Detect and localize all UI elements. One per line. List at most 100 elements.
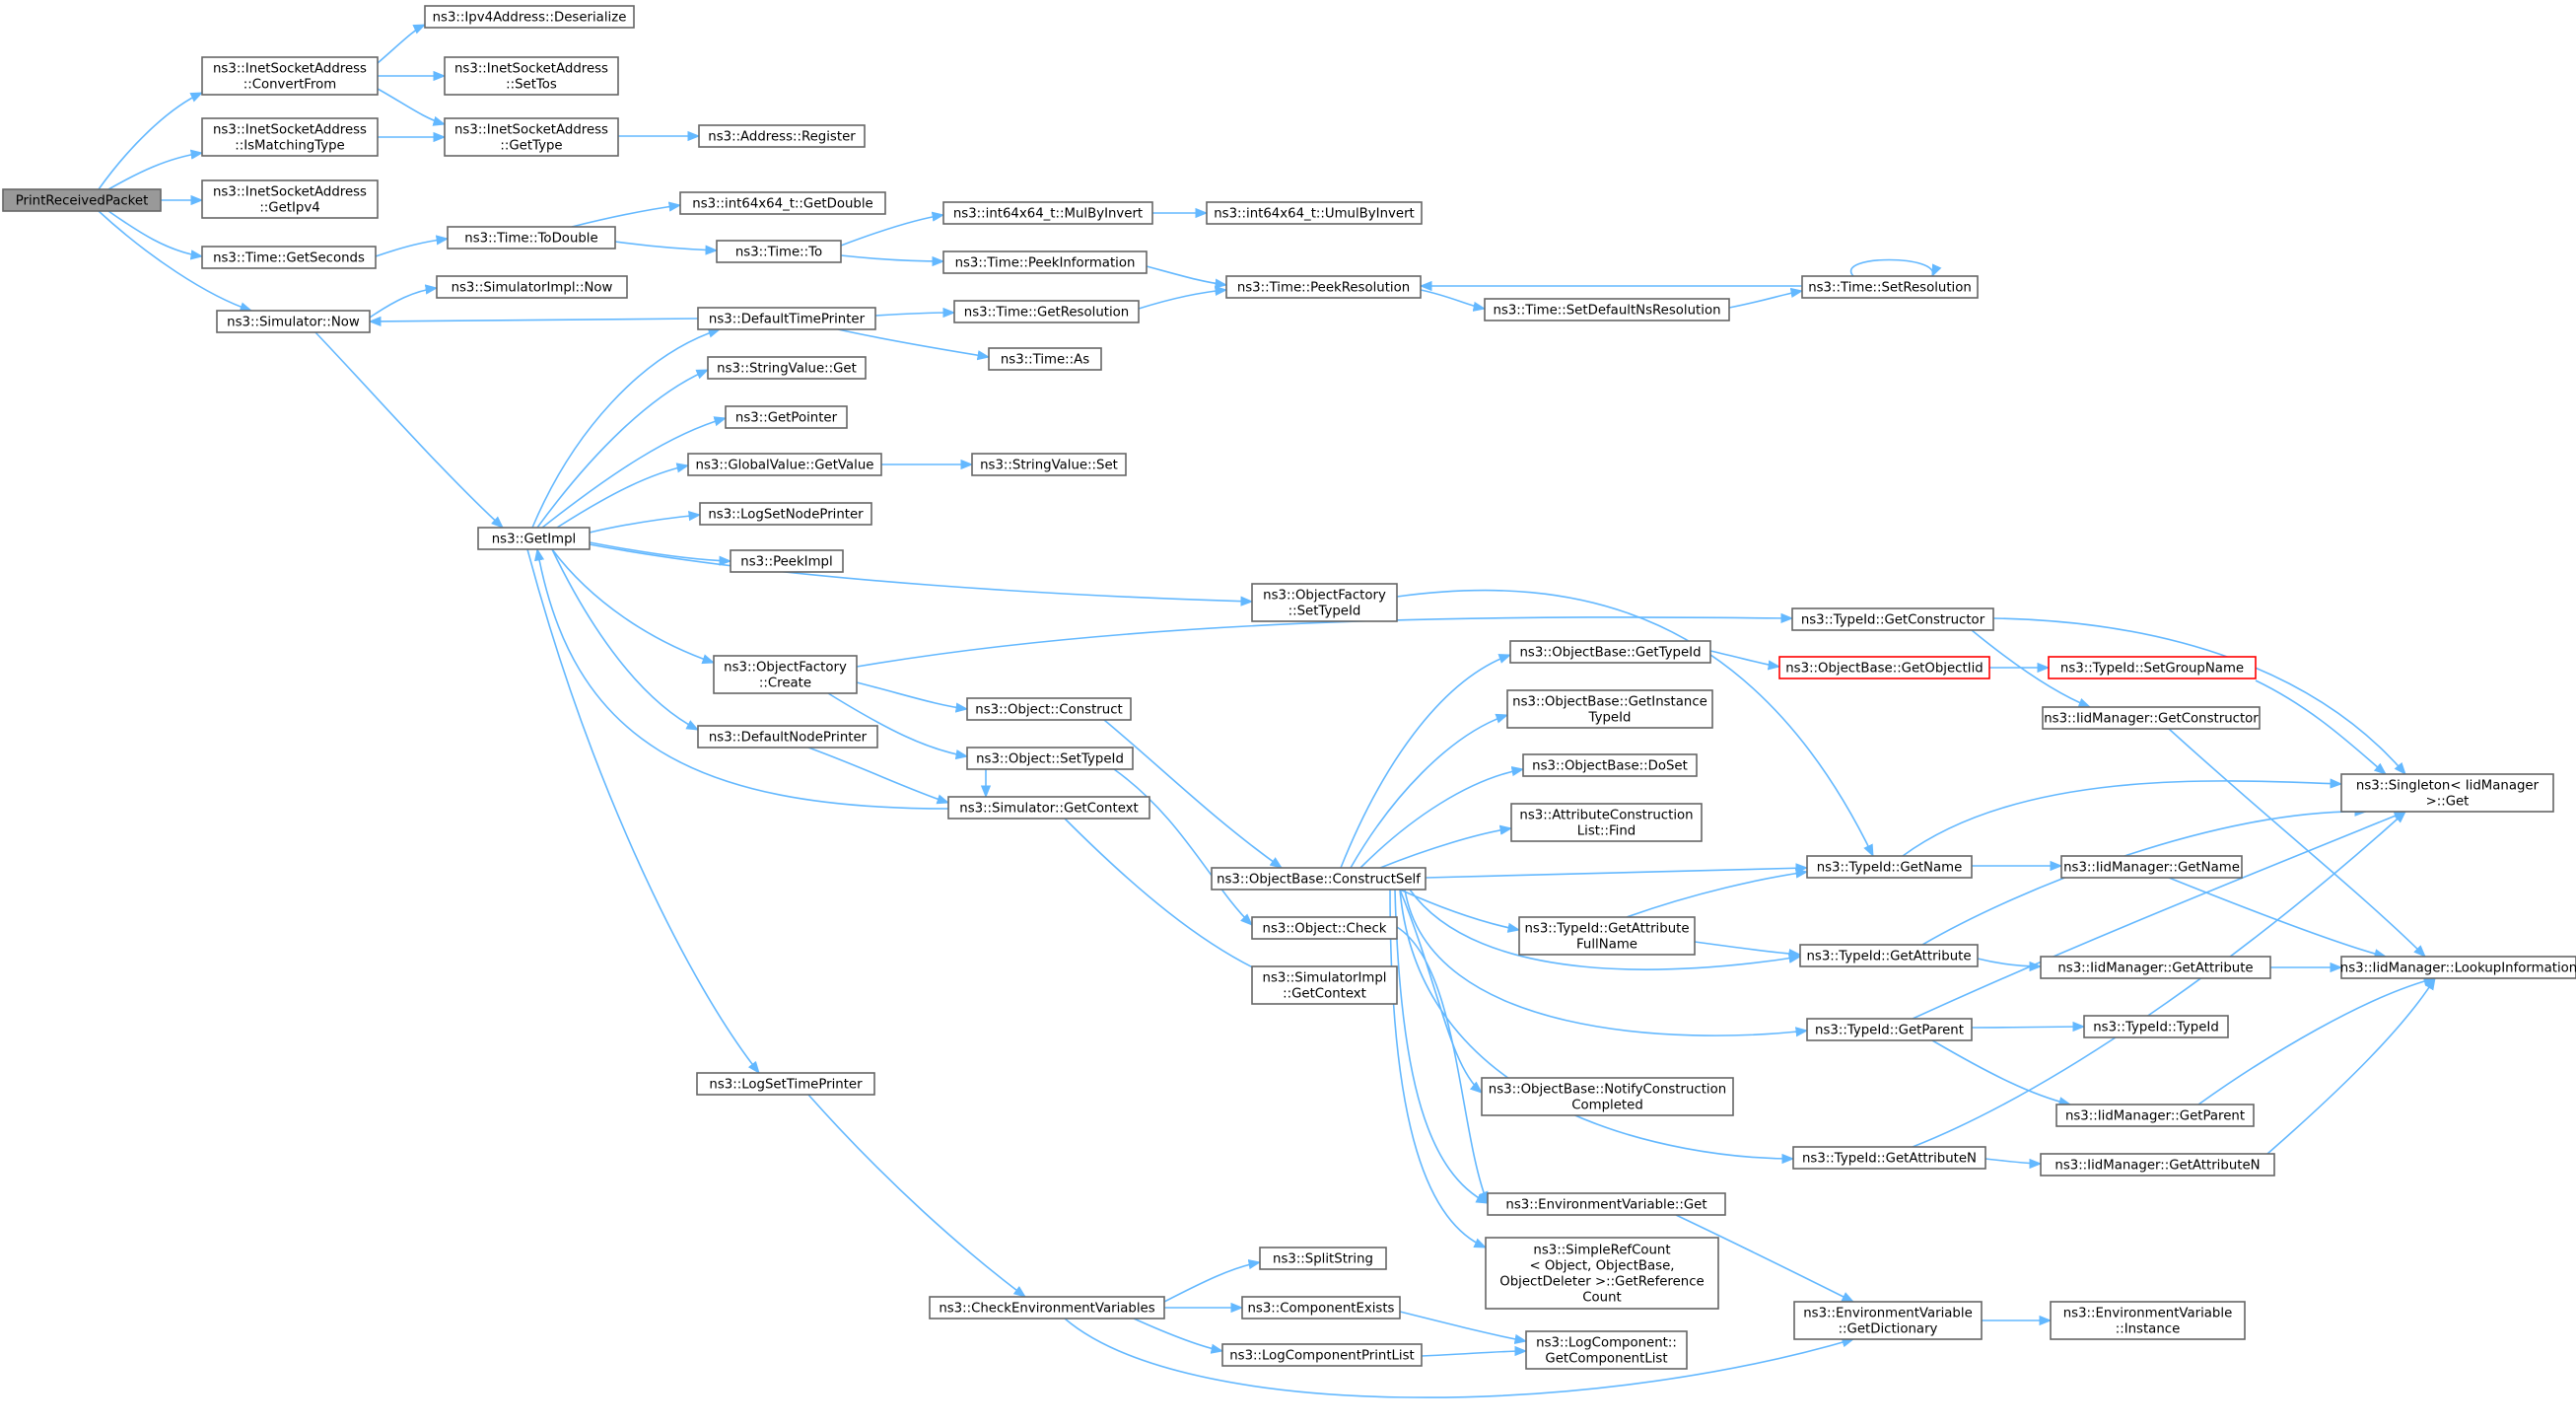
function-node-box — [2048, 656, 2257, 679]
function-node[interactable]: ns3::ComponentExists — [1241, 1296, 1401, 1319]
function-node[interactable]: ns3::InetSocketAddress::IsMatchingType — [201, 117, 379, 157]
function-node[interactable]: ns3::LogSetNodePrinter — [699, 502, 872, 526]
function-node[interactable]: ns3::EnvironmentVariable::Instance — [2050, 1301, 2246, 1340]
function-node[interactable]: ns3::IidManager::GetAttribute — [2040, 956, 2271, 979]
function-node[interactable]: ns3::Object::SetTypeId — [966, 747, 1134, 770]
function-node[interactable]: ns3::Simulator::Now — [216, 310, 371, 333]
function-node[interactable]: ns3::ObjectFactory::Create — [713, 655, 858, 694]
function-node-box — [697, 725, 878, 749]
function-node[interactable]: ns3::GlobalValue::GetValue — [687, 453, 882, 476]
function-node[interactable]: ns3::StringValue::Set — [971, 453, 1127, 476]
function-node[interactable]: PrintReceivedPacket — [2, 188, 162, 212]
function-node[interactable]: ns3::SplitString — [1259, 1247, 1387, 1270]
function-node[interactable]: ns3::IidManager::GetName — [2060, 855, 2243, 879]
function-node-label: ns3::Time::SetDefaultNsResolution — [1493, 304, 1720, 319]
function-node[interactable]: ns3::TypeId::SetGroupName — [2048, 656, 2257, 679]
function-node-label: ns3::InetSocketAddress — [213, 123, 367, 138]
function-node-label: ns3::ObjectBase::GetTypeId — [1519, 646, 1701, 661]
call-edge-n31-n43 — [1992, 617, 2406, 775]
function-node[interactable]: ns3::int64x64_t::UmulByInvert — [1206, 201, 1423, 225]
function-node-label: ns3::GetImpl — [492, 533, 576, 547]
function-node[interactable]: ns3::TypeId::GetName — [1806, 855, 1973, 879]
function-node[interactable]: ns3::TypeId::GetConstructor — [1791, 607, 1994, 631]
function-node-label: ns3::LogComponentPrintList — [1229, 1349, 1415, 1364]
call-edge-n47-n52 — [2168, 877, 2388, 960]
function-node[interactable]: ns3::Object::Construct — [966, 697, 1132, 721]
call-edge-n39-n43 — [2255, 679, 2387, 775]
function-node[interactable]: ns3::int64x64_t::MulByInvert — [942, 201, 1153, 225]
function-node[interactable]: ns3::EnvironmentVariable::Get — [1487, 1192, 1726, 1216]
function-node[interactable]: ns3::InetSocketAddress::GetIpv4 — [201, 179, 379, 219]
function-node[interactable]: ns3::IidManager::GetParent — [2055, 1104, 2255, 1127]
function-node[interactable]: ns3::Time::To — [716, 240, 842, 263]
function-node-label: PrintReceivedPacket — [16, 194, 149, 209]
call-edge-n48-n61 — [1396, 926, 1489, 1205]
function-node[interactable]: ns3::InetSocketAddress::GetType — [444, 117, 619, 157]
function-node[interactable]: ns3::Time::As — [988, 347, 1102, 371]
function-node-label: ns3::StringValue::Set — [980, 459, 1118, 473]
function-node[interactable]: ns3::TypeId::GetAttribute — [1799, 944, 1979, 967]
function-node[interactable]: ns3::ObjectBase::GetTypeId — [1509, 640, 1711, 664]
function-node[interactable]: ns3::TypeId::GetAttributeN — [1792, 1146, 1986, 1170]
function-node[interactable]: ns3::InetSocketAddress::SetTos — [444, 56, 619, 96]
function-node[interactable]: ns3::LogComponent::GetComponentList — [1525, 1330, 1688, 1370]
function-node[interactable]: ns3::IidManager::GetConstructor — [2042, 706, 2261, 730]
function-node[interactable]: ns3::Singleton< IidManager >::Get — [2340, 773, 2554, 813]
function-node[interactable]: ns3::GetImpl — [477, 527, 591, 550]
function-node[interactable]: ns3::Object::Check — [1251, 916, 1398, 940]
function-node-label: ns3::int64x64_t::GetDouble — [692, 197, 872, 212]
function-node[interactable]: ns3::SimulatorImpl::Now — [436, 275, 628, 299]
call-edge-n56-n64 — [807, 1094, 1027, 1298]
function-node-label: ::Create — [759, 677, 811, 691]
function-node[interactable]: ns3::StringValue::Get — [707, 356, 867, 380]
function-node-box — [1487, 1192, 1726, 1216]
function-node[interactable]: ns3::DefaultTimePrinter — [697, 307, 876, 330]
function-node[interactable]: ns3::EnvironmentVariable::GetDictionary — [1793, 1301, 1983, 1340]
function-node-label: ns3::Time::As — [1001, 353, 1089, 368]
function-node[interactable]: ns3::TypeId::GetParent — [1806, 1018, 1973, 1041]
function-node[interactable]: ns3::ObjectBase::GetObjectIid — [1778, 656, 1990, 679]
function-node[interactable]: ns3::ObjectBase::ConstructSelf — [1211, 867, 1427, 891]
function-node[interactable]: ns3::ObjectBase::NotifyConstructionCompl… — [1481, 1077, 1734, 1116]
function-node-label: ns3::InetSocketAddress — [213, 62, 367, 77]
function-node[interactable]: ns3::DefaultNodePrinter — [697, 725, 878, 749]
function-node[interactable]: ns3::CheckEnvironmentVariables — [929, 1296, 1165, 1319]
function-node-box — [2, 188, 162, 212]
call-edge-n60-n52 — [2266, 976, 2436, 1155]
function-node[interactable]: ns3::GetPointer — [725, 405, 848, 429]
function-node-label: ns3::Time::To — [735, 246, 822, 260]
function-node[interactable]: ns3::SimpleRefCount< Object, ObjectBase,… — [1485, 1237, 1719, 1310]
function-node[interactable]: ns3::Time::SetResolution — [1801, 275, 1979, 299]
function-node[interactable]: ns3::Time::GetSeconds — [201, 246, 377, 269]
call-edge-n45-n57 — [1399, 889, 1483, 1094]
function-node[interactable]: ns3::Time::GetResolution — [953, 300, 1140, 323]
function-node-box — [1806, 1018, 1973, 1041]
call-edge-n65-n69 — [1399, 1311, 1528, 1345]
function-node[interactable]: ns3::Address::Register — [698, 124, 866, 148]
function-node[interactable]: ns3::InetSocketAddress::ConvertFrom — [201, 56, 379, 96]
function-node[interactable]: ns3::Time::ToDouble — [447, 226, 616, 250]
function-node-box — [942, 250, 1148, 274]
function-node[interactable]: ns3::Ipv4Address::Deserialize — [424, 5, 635, 29]
function-node[interactable]: ns3::PeekImpl — [730, 549, 844, 573]
function-node[interactable]: ns3::ObjectFactory::SetTypeId — [1251, 583, 1398, 622]
function-node[interactable]: ns3::Simulator::GetContext — [947, 796, 1150, 820]
function-node[interactable]: ns3::IidManager::GetAttributeN — [2040, 1153, 2275, 1176]
function-node-label: ns3::IidManager::LookupInformation — [2340, 962, 2576, 976]
function-node[interactable]: ns3::Time::SetDefaultNsResolution — [1484, 298, 1730, 321]
function-node-box — [713, 655, 858, 694]
function-node[interactable]: ns3::LogSetTimePrinter — [696, 1072, 875, 1096]
function-node[interactable]: ns3::Time::PeekInformation — [942, 250, 1148, 274]
function-node[interactable]: ns3::LogComponentPrintList — [1221, 1343, 1423, 1367]
function-node[interactable]: ns3::IidManager::LookupInformation — [2340, 956, 2576, 979]
function-node[interactable]: ns3::SimulatorImpl::GetContext — [1251, 965, 1398, 1005]
function-node-box — [1484, 298, 1730, 321]
function-node[interactable]: ns3::ObjectBase::DoSet — [1522, 753, 1698, 777]
function-node[interactable]: ns3::Time::PeekResolution — [1225, 275, 1422, 299]
function-node[interactable]: ns3::TypeId::TypeId — [2083, 1015, 2229, 1038]
function-node-label: ns3::LogSetTimePrinter — [709, 1078, 863, 1093]
function-node[interactable]: ns3::int64x64_t::GetDouble — [679, 191, 886, 215]
